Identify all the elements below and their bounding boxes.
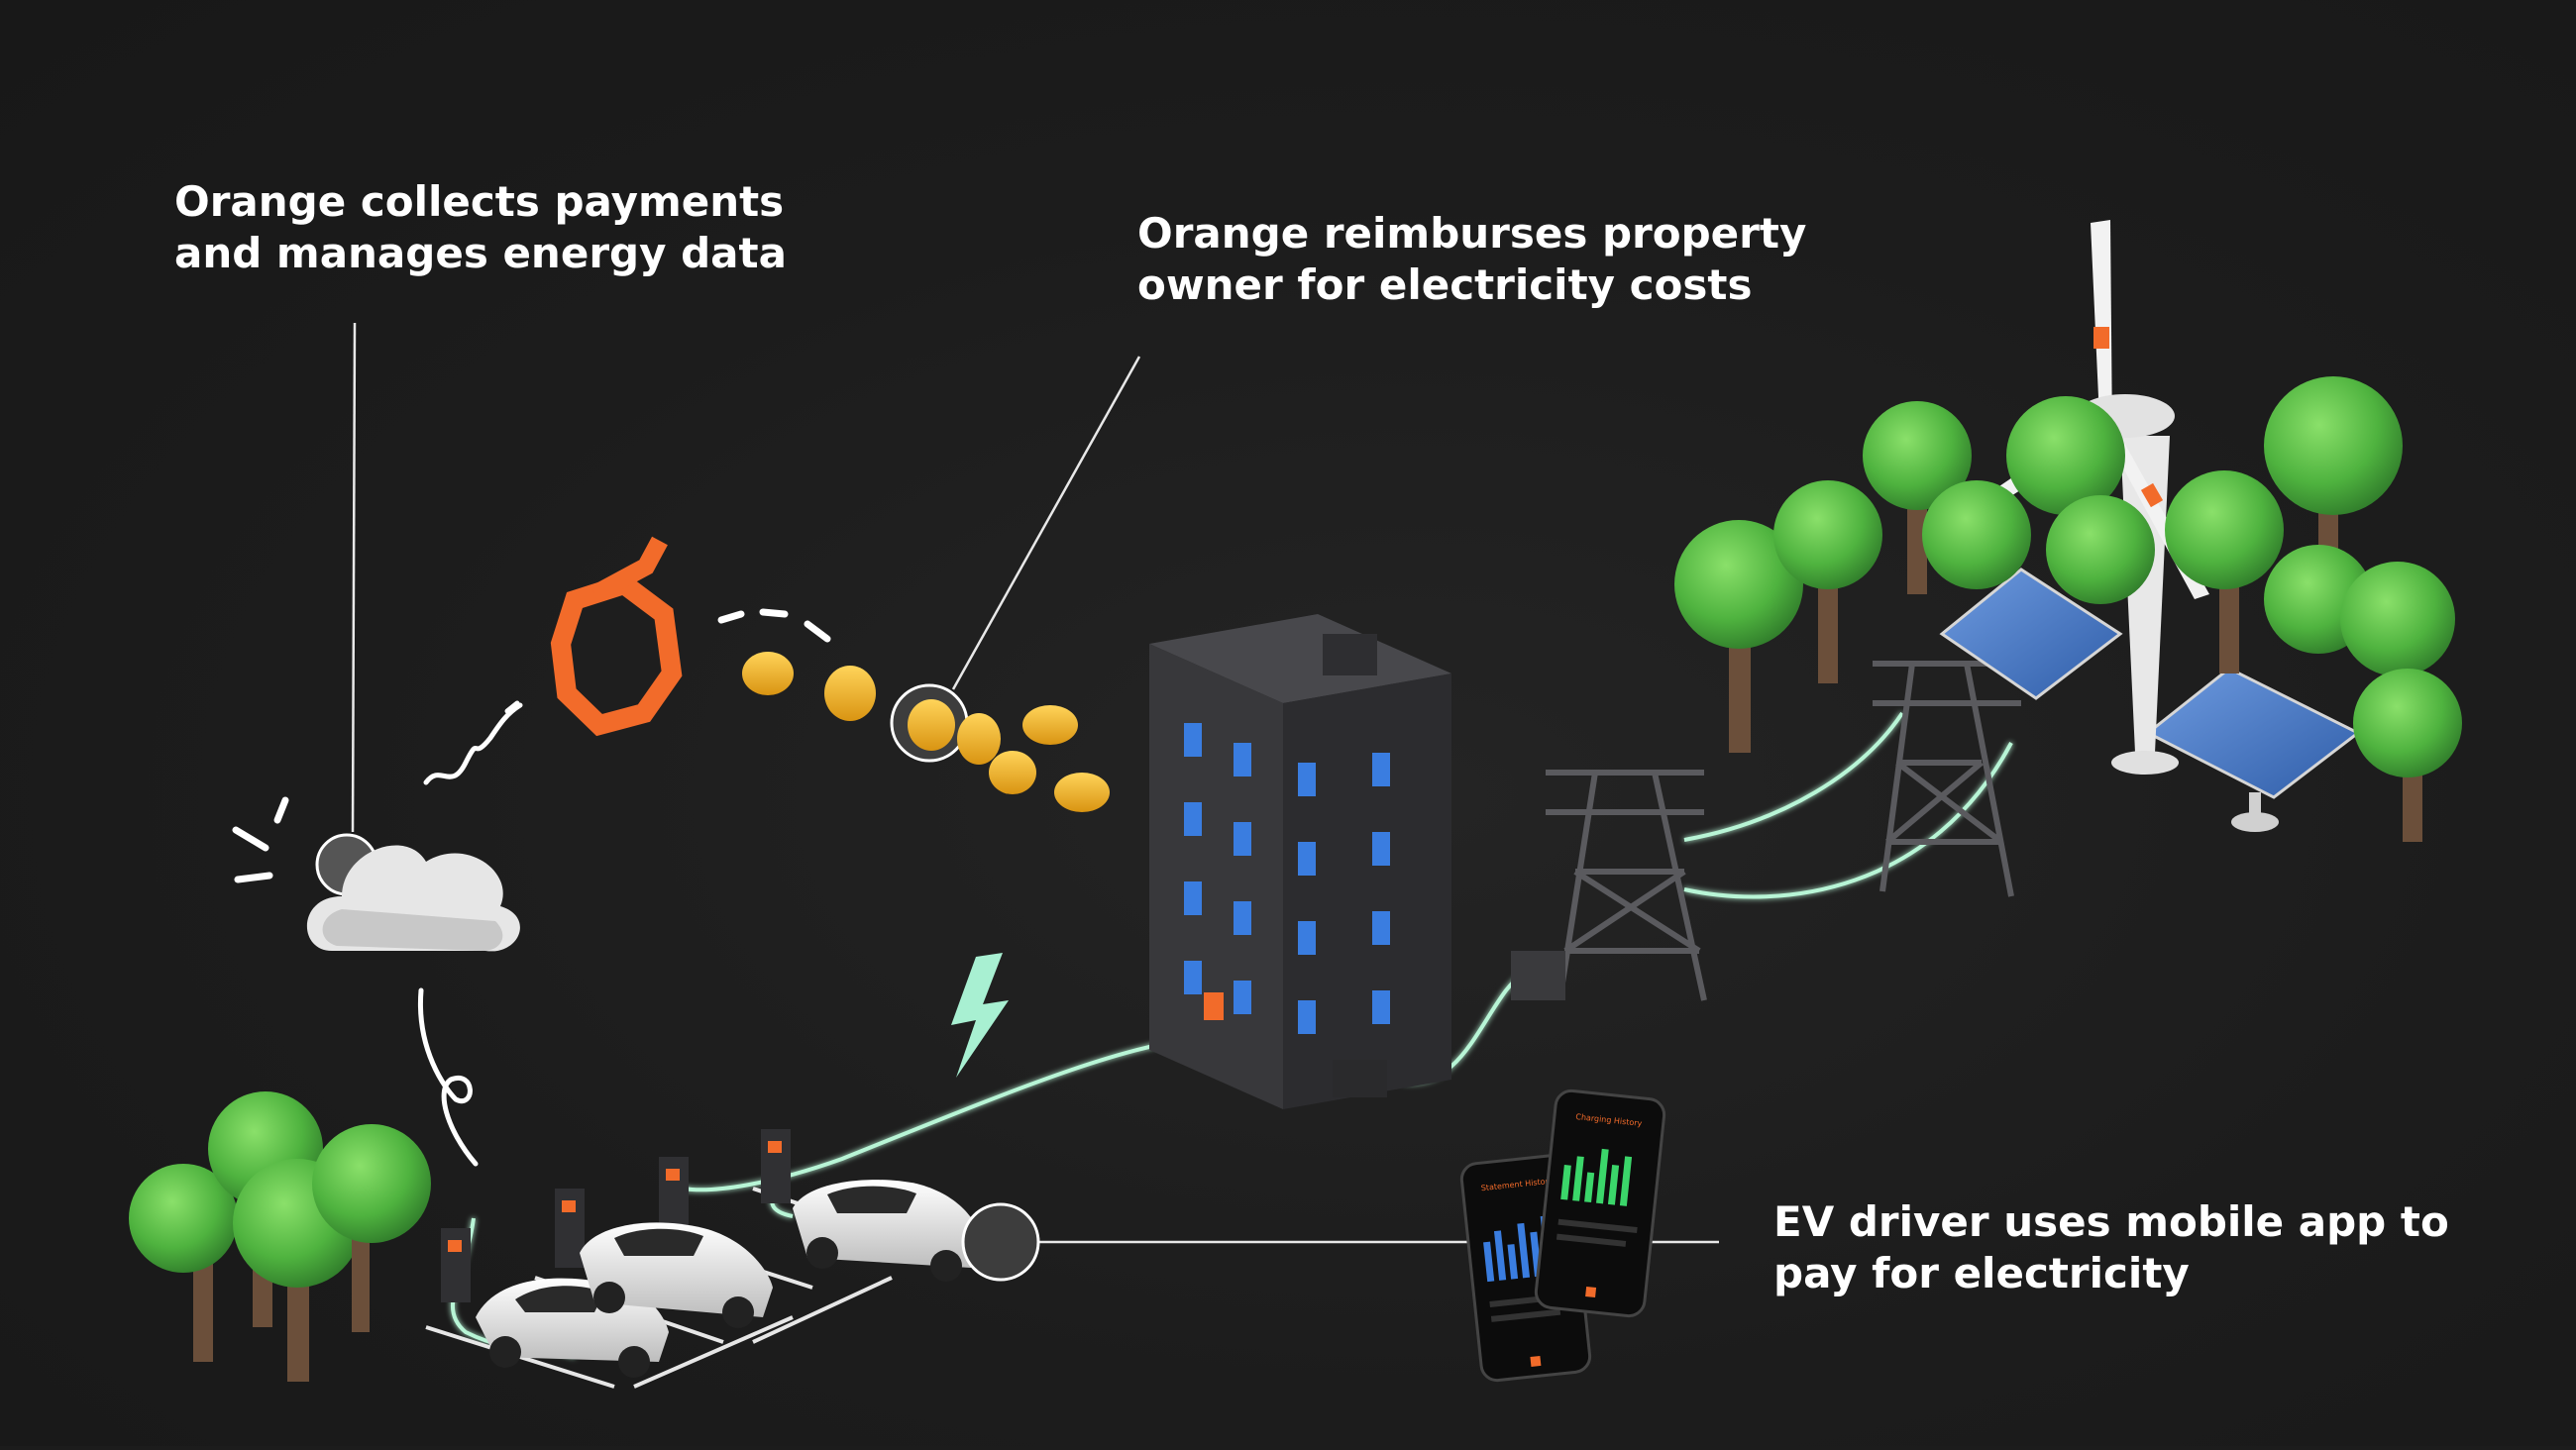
caption-line: Orange collects payments bbox=[174, 177, 785, 226]
car-highlight-ring bbox=[961, 1202, 1040, 1282]
coin-icon bbox=[1022, 705, 1078, 745]
mobile-app-phones: Statement History Charging History bbox=[1459, 1088, 1666, 1383]
meter-box bbox=[1204, 992, 1224, 1020]
connector-lines bbox=[351, 322, 1719, 1244]
orange-logo-icon bbox=[550, 536, 683, 737]
charging-stations bbox=[441, 1129, 791, 1302]
coin-icon bbox=[742, 652, 794, 695]
car bbox=[793, 1180, 981, 1282]
connector-reimburse bbox=[951, 356, 1141, 690]
electric-cars bbox=[476, 1180, 1040, 1378]
building-windows bbox=[1184, 723, 1390, 1034]
transmission-towers bbox=[1546, 661, 2021, 1001]
caption-collect-payments: Orange collects payments and manages ene… bbox=[174, 176, 787, 279]
caption-line: pay for electricity bbox=[1773, 1249, 2190, 1297]
coins bbox=[742, 652, 1110, 812]
cloud-icon bbox=[306, 833, 520, 952]
connector-collect bbox=[351, 322, 357, 833]
charger bbox=[441, 1228, 471, 1302]
caption-line: EV driver uses mobile app to bbox=[1773, 1197, 2449, 1246]
cable-tower1-to-tower2 bbox=[1683, 711, 1904, 842]
squiggle-cloud-to-parking bbox=[417, 987, 479, 1167]
cable-tower1-to-tower2-lower bbox=[1683, 742, 2013, 899]
charger bbox=[659, 1157, 689, 1231]
caption-line: owner for electricity costs bbox=[1137, 260, 1753, 309]
squiggle-cloud-to-logo bbox=[423, 702, 523, 785]
logo-burst-marks bbox=[717, 608, 831, 643]
caption-line: Orange reimburses property bbox=[1137, 209, 1807, 258]
car bbox=[580, 1222, 773, 1328]
coin-icon bbox=[908, 699, 955, 751]
apartment-building bbox=[1149, 614, 1451, 1109]
flow-squiggles bbox=[417, 700, 523, 1167]
lightning-bolt-icon bbox=[951, 953, 1009, 1078]
charger bbox=[761, 1129, 791, 1203]
caption-ev-driver-app: EV driver uses mobile app to pay for ele… bbox=[1773, 1196, 2449, 1299]
phone-charging-history: Charging History bbox=[1534, 1088, 1666, 1318]
coin-icon bbox=[989, 751, 1036, 794]
charger bbox=[555, 1189, 585, 1268]
junction-box bbox=[1511, 951, 1565, 1000]
trees-left bbox=[129, 1091, 431, 1382]
cable-building-to-chargers bbox=[683, 1036, 1210, 1192]
cloud-burst-marks bbox=[232, 796, 289, 883]
coin-icon bbox=[957, 713, 1001, 765]
coin-icon bbox=[1054, 773, 1110, 812]
caption-reimburse-owner: Orange reimburses property owner for ele… bbox=[1137, 208, 1806, 311]
trees-right bbox=[1674, 376, 2462, 842]
caption-line: and manages energy data bbox=[174, 229, 787, 277]
coin-icon bbox=[824, 666, 876, 721]
spark-1 bbox=[504, 700, 520, 714]
